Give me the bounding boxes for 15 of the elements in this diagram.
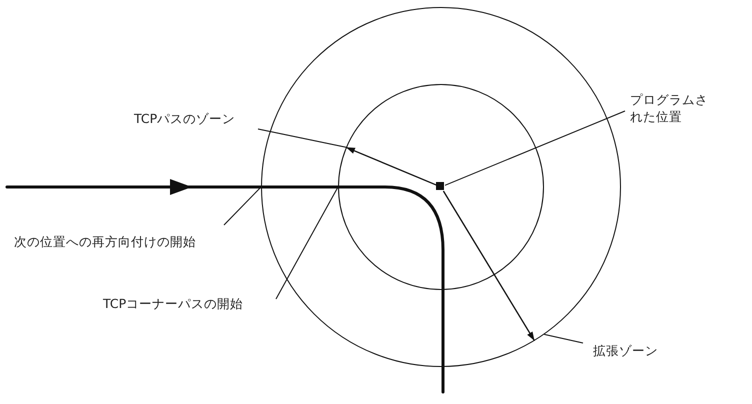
path-zone-circle bbox=[338, 84, 544, 290]
radius-arrow bbox=[346, 146, 438, 186]
callout-label: 次の位置への再方向付けの開始 bbox=[14, 234, 196, 251]
leader-line bbox=[544, 334, 584, 344]
leader-line bbox=[258, 128, 346, 148]
leader-line bbox=[224, 186, 262, 226]
callout-label: 拡張ゾーン bbox=[593, 343, 658, 360]
leader-line bbox=[444, 110, 626, 186]
callout-label: プログラムされた位置 bbox=[630, 92, 710, 126]
extended-zone-circle bbox=[261, 7, 621, 367]
leader-line bbox=[276, 186, 338, 300]
callout-label: TCPコーナーパスの開始 bbox=[103, 296, 244, 313]
position-marker bbox=[436, 182, 444, 190]
callout-label: TCPパスのゾーン bbox=[134, 111, 236, 128]
radius-arrow bbox=[442, 190, 536, 342]
